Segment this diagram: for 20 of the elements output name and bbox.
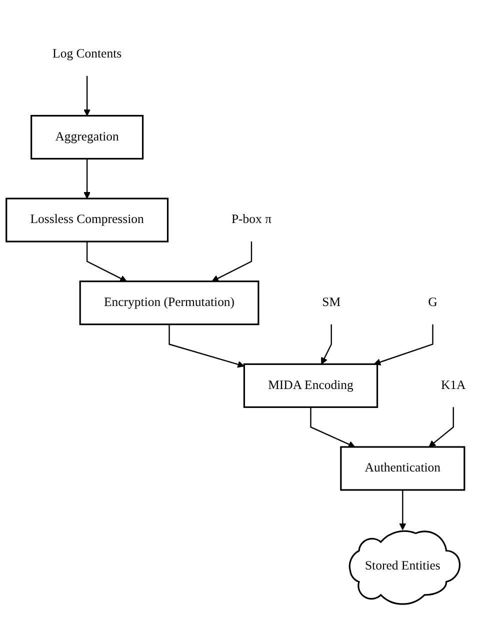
node-box: Lossless Compression	[6, 198, 169, 242]
node-text: SM	[322, 296, 341, 310]
node-box: Aggregation	[30, 114, 144, 160]
arrow	[310, 407, 356, 448]
arrow	[84, 158, 91, 199]
arrow	[84, 76, 91, 116]
arrow	[86, 242, 127, 282]
node-box: Authentication	[340, 446, 466, 491]
arrow	[399, 490, 406, 530]
arrow	[321, 324, 332, 364]
node-text: G	[428, 296, 438, 310]
arrow	[212, 242, 252, 282]
arrow	[428, 407, 454, 448]
node-box: Encryption (Permutation)	[79, 280, 260, 326]
node-box: MIDA Encoding	[243, 363, 378, 408]
node-text: Log Contents	[52, 47, 122, 61]
arrow	[168, 324, 245, 368]
arrow	[374, 324, 434, 366]
node-text: K1A	[440, 378, 466, 392]
node-text: P-box π	[231, 212, 272, 226]
